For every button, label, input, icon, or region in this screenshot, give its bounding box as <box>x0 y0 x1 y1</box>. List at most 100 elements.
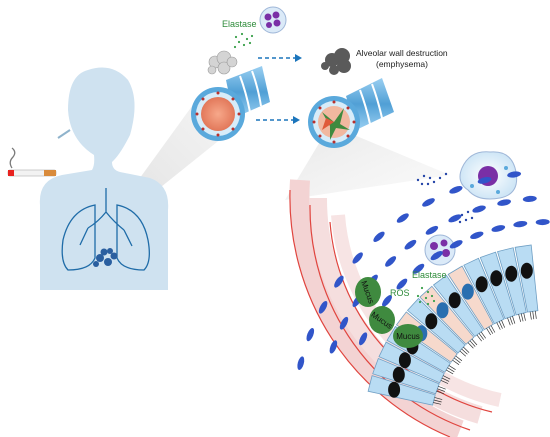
cilium <box>469 340 476 347</box>
red-blood-cell <box>522 195 537 202</box>
mucus-blob-2: Mucus <box>369 306 395 334</box>
cilium <box>433 402 442 405</box>
red-blood-cell <box>334 275 344 288</box>
red-blood-cell <box>404 239 417 250</box>
red-blood-cell <box>359 332 368 346</box>
cell-nucleus <box>475 276 488 293</box>
lung-lesion <box>93 248 118 267</box>
airway-tube-left <box>191 66 270 141</box>
cilium <box>490 325 496 333</box>
cell-nucleus <box>490 270 503 287</box>
cilium <box>523 312 526 321</box>
neutrophil-inner-icon <box>424 234 456 266</box>
alveolar-wall-section <box>289 179 502 437</box>
cilium <box>441 377 450 382</box>
cilium <box>518 314 522 322</box>
cell-nucleus <box>520 262 533 279</box>
zoom-beam-airway <box>285 125 450 200</box>
red-blood-cell <box>382 295 392 307</box>
red-blood-cell <box>339 316 349 330</box>
ros-particles <box>416 286 436 306</box>
cigarette-icon <box>7 147 57 177</box>
cilium <box>496 322 501 330</box>
cilium <box>476 334 482 342</box>
cilium <box>512 315 516 324</box>
cilium <box>433 399 442 403</box>
mucus-blob-3: Mucus <box>393 324 423 348</box>
elastase-inner-label: Elastase <box>412 270 447 280</box>
cell-nucleus <box>425 313 438 330</box>
cell-nucleus <box>436 302 449 319</box>
red-blood-cell <box>297 356 305 371</box>
cilium <box>442 375 451 380</box>
cell-nucleus <box>505 265 518 282</box>
cilium <box>532 311 535 320</box>
cilium <box>520 313 524 322</box>
cell-nucleus <box>392 366 405 383</box>
dark-smoke-icon <box>321 48 351 75</box>
cilium <box>453 357 461 364</box>
airway-tube-right <box>308 78 394 148</box>
smoke-icon <box>207 50 238 75</box>
cell-nucleus <box>398 352 411 369</box>
neutrophil-icon <box>259 6 287 34</box>
red-blood-cell <box>449 186 463 194</box>
epithelial-cell <box>406 297 466 354</box>
cell-nucleus <box>461 283 474 300</box>
red-blood-cell <box>352 252 363 264</box>
cilium <box>471 338 478 346</box>
cilium <box>467 342 474 349</box>
red-blood-cell <box>412 263 425 274</box>
ros-label: ROS <box>390 288 410 298</box>
elastase-particles-top <box>233 32 254 49</box>
cilium <box>507 317 511 326</box>
cilium <box>459 350 467 357</box>
cilium <box>436 390 445 395</box>
red-blood-cell <box>306 328 315 342</box>
cilium <box>461 348 468 355</box>
cilium <box>463 346 470 353</box>
cilium <box>501 320 506 328</box>
red-blood-cell <box>491 225 506 232</box>
red-blood-cell <box>329 340 338 354</box>
cilium <box>434 397 443 400</box>
cilium <box>488 326 494 334</box>
lungs-illustration <box>61 188 150 271</box>
cell-nucleus <box>388 381 401 398</box>
cilium <box>534 310 537 319</box>
cilium <box>480 331 486 339</box>
red-blood-cell <box>513 220 528 228</box>
red-blood-cell <box>470 231 484 240</box>
cell-nucleus <box>448 292 461 309</box>
cilium <box>437 388 445 392</box>
mucus-blob-1: Mucus <box>355 277 381 307</box>
cilium <box>452 359 460 365</box>
arrow-head-top <box>295 54 302 62</box>
cilium <box>445 369 454 375</box>
red-blood-cell <box>507 171 522 178</box>
epithelial-cell <box>372 357 440 395</box>
red-blood-cell <box>425 225 439 235</box>
red-blood-cell <box>535 219 550 226</box>
red-blood-cell <box>449 240 463 249</box>
cilium <box>509 316 513 325</box>
cilium <box>438 385 446 390</box>
red-blood-cell <box>477 176 492 184</box>
red-blood-cell <box>396 278 408 290</box>
emphysema-label: (emphysema) <box>376 59 428 69</box>
cilium <box>478 333 484 340</box>
red-blood-cell <box>318 300 328 314</box>
elastase-top-label: Elastase <box>222 19 257 29</box>
human-silhouette <box>39 67 169 291</box>
red-blood-cell <box>385 256 397 267</box>
epithelial-cell <box>367 375 436 406</box>
cilium <box>529 311 532 320</box>
cilium <box>447 367 455 373</box>
cilium <box>455 355 463 362</box>
cilium <box>498 321 503 329</box>
arrow-head-middle <box>293 116 300 124</box>
cilium <box>448 365 456 370</box>
cilium <box>486 328 491 336</box>
red-blood-cell <box>422 198 435 207</box>
